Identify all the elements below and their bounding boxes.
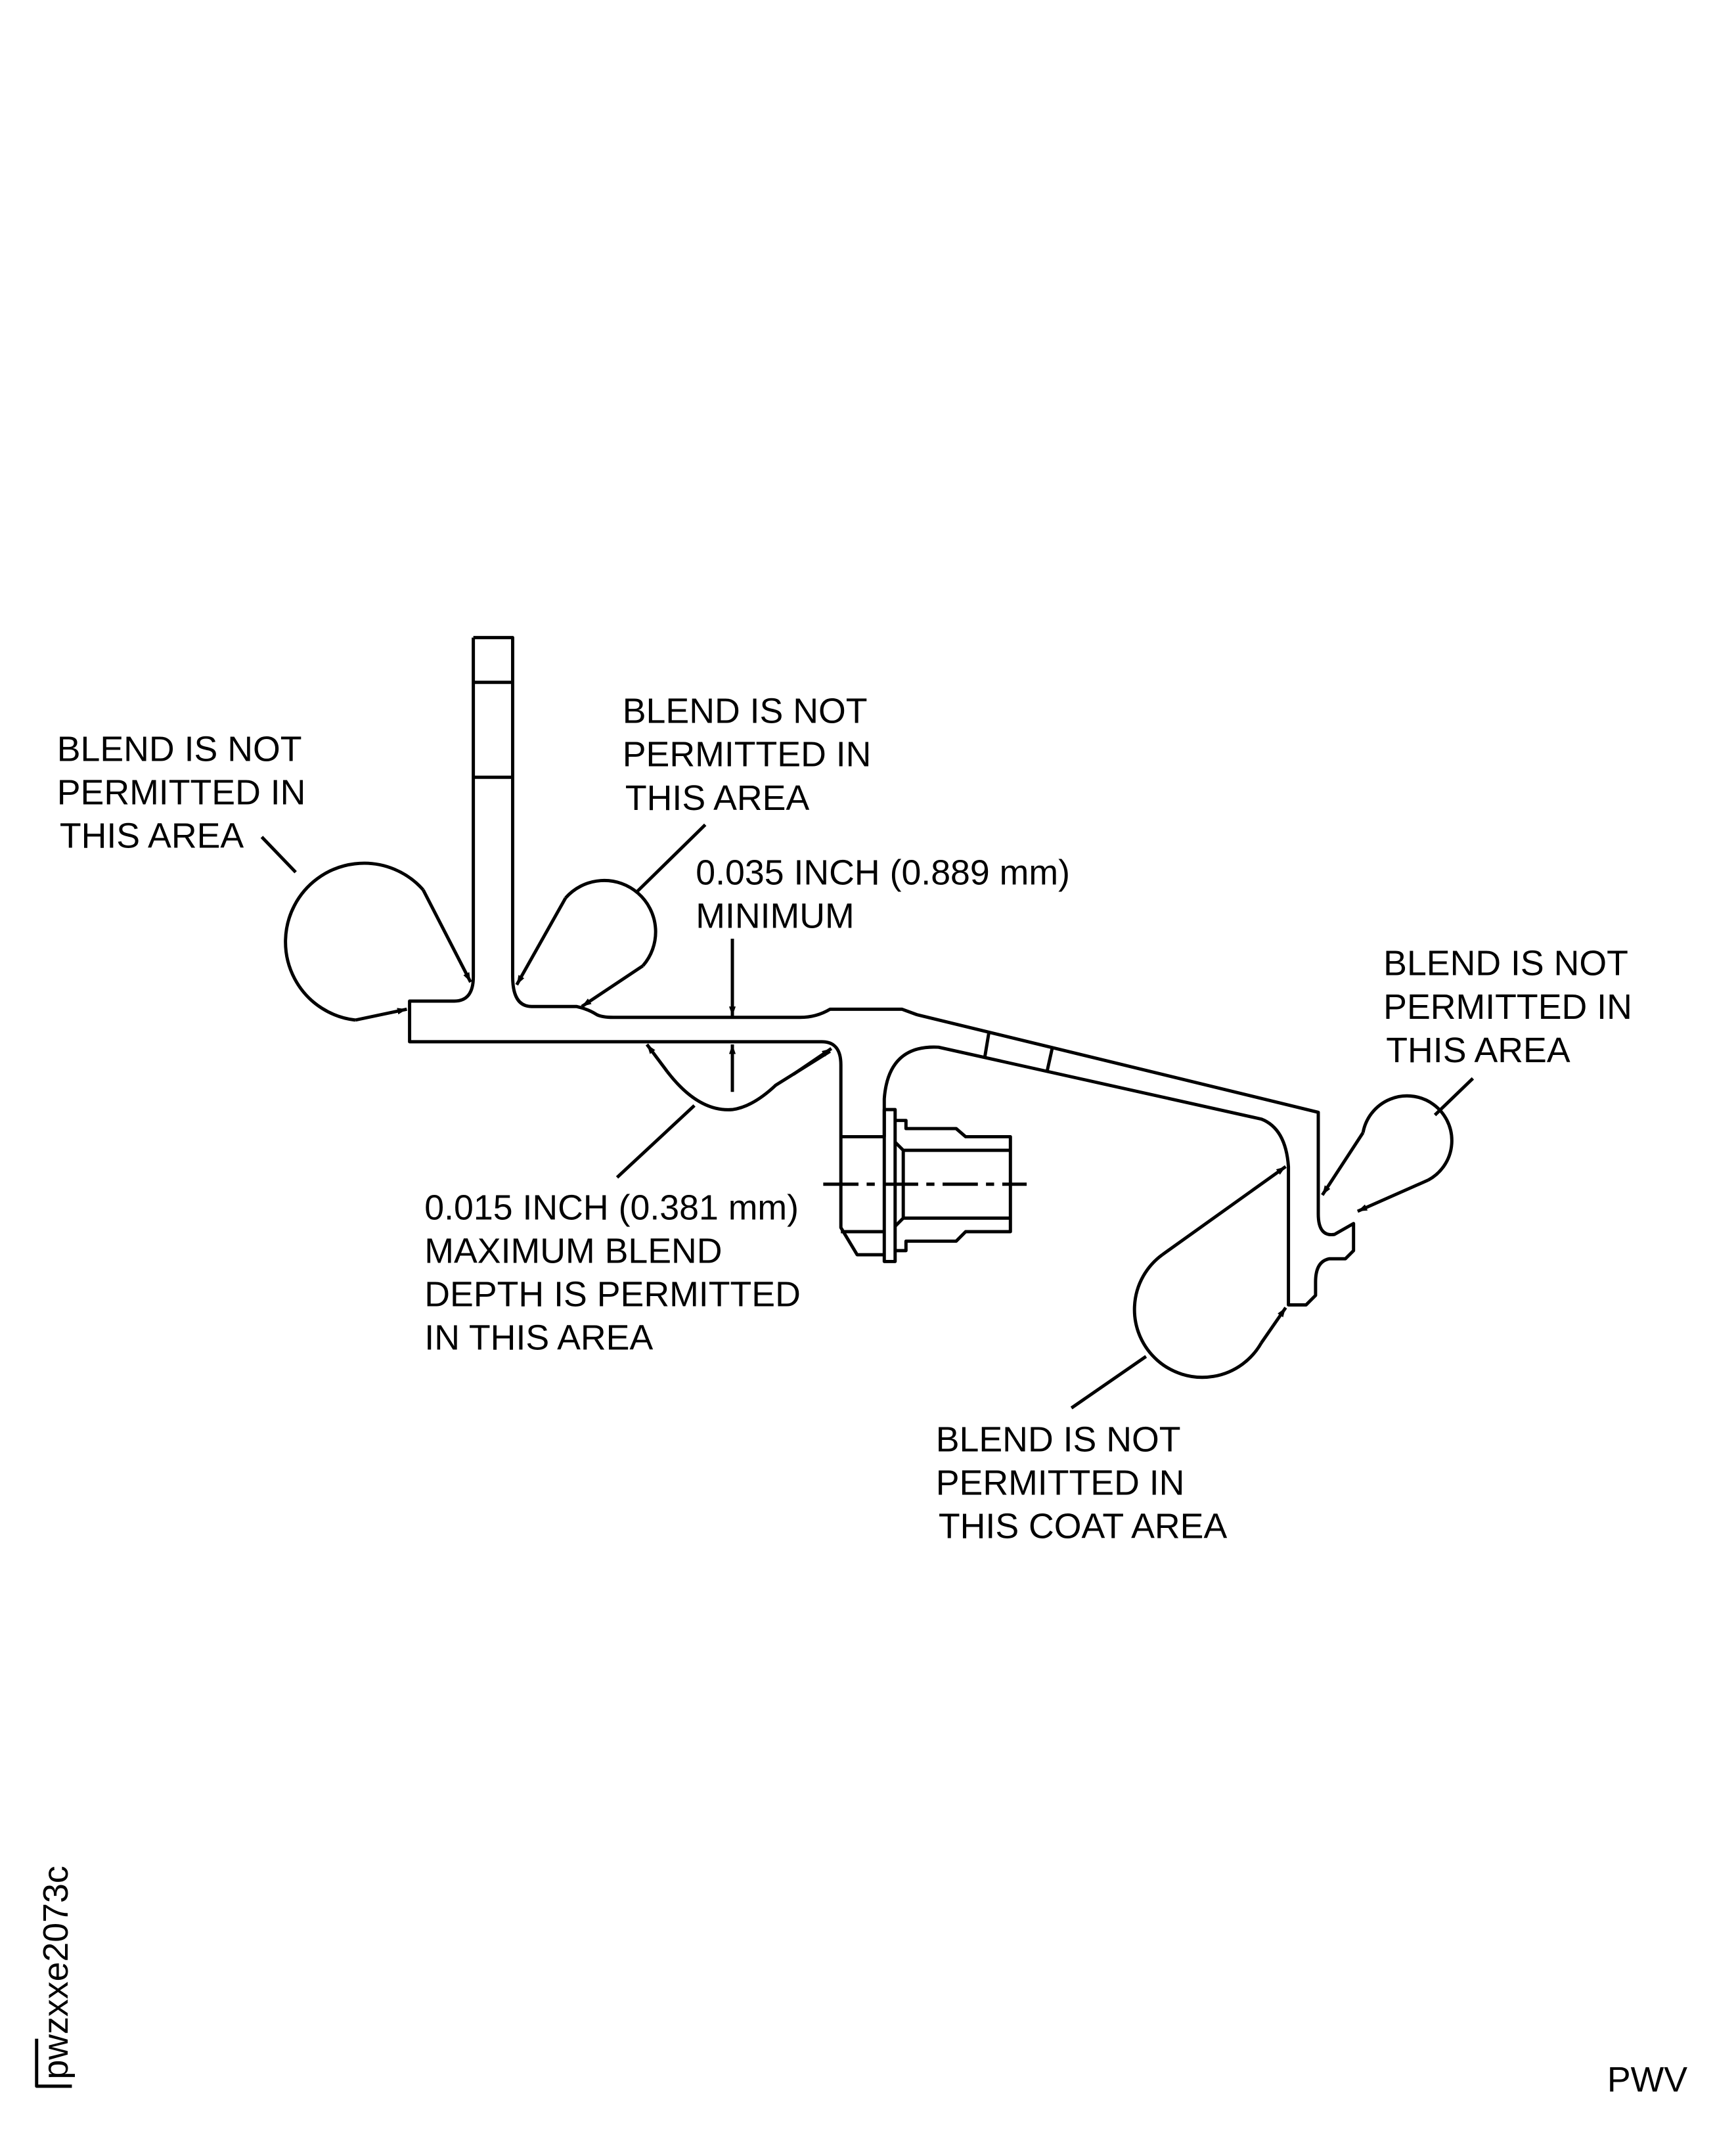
no-blend-zone-top-middle	[515, 823, 707, 1008]
callout-line: BLEND IS NOT	[1383, 944, 1628, 983]
section-line	[983, 1033, 990, 1059]
blend-depth-zone	[615, 1043, 833, 1179]
callout-line: THIS AREA	[1386, 1031, 1570, 1070]
callout-line: PERMITTED IN	[936, 1464, 1185, 1503]
callout-line: THIS AREA	[625, 778, 810, 818]
callout-max-depth: 0.015 INCH (0.381 mm) MAXIMUM BLEND DEPT…	[424, 1188, 801, 1357]
callout-top-left: BLEND IS NOT PERMITTED IN THIS AREA	[57, 729, 306, 855]
callout-line: MINIMUM	[696, 896, 854, 935]
no-blend-zone-right	[1321, 1077, 1475, 1213]
callout-bottom-right: BLEND IS NOT PERMITTED IN THIS COAT AREA	[936, 1420, 1228, 1546]
figure-id: pwzxxe2073c	[35, 1866, 76, 2088]
callout-line: THIS COAT AREA	[939, 1507, 1228, 1546]
part-outline	[473, 636, 1356, 1307]
callout-minimum: 0.035 INCH (0.889 mm) MINIMUM	[696, 853, 1070, 935]
callout-line: PERMITTED IN	[57, 773, 306, 813]
callout-line: BLEND IS NOT	[936, 1420, 1181, 1459]
callout-line: BLEND IS NOT	[623, 692, 868, 731]
figure-id-bracket	[35, 2038, 72, 2088]
callout-line: 0.035 INCH (0.889 mm)	[696, 853, 1070, 892]
callout-line: MAXIMUM BLEND	[424, 1231, 722, 1270]
callout-line: 0.015 INCH (0.381 mm)	[424, 1188, 799, 1227]
callout-line: THIS AREA	[60, 817, 244, 856]
footer-code: PWV	[1607, 2060, 1687, 2099]
callout-line: PERMITTED IN	[1383, 987, 1632, 1027]
part-section	[408, 636, 1356, 1307]
bolt	[823, 1108, 1027, 1263]
callout-line: DEPTH IS PERMITTED	[424, 1275, 801, 1314]
no-blend-zone-top-left	[260, 836, 472, 1022]
no-blend-zone-bottom-right	[1070, 1165, 1287, 1410]
callout-line: BLEND IS NOT	[57, 729, 302, 769]
section-line	[1045, 1046, 1054, 1072]
part-outline-left	[408, 637, 885, 1257]
callout-line: PERMITTED IN	[623, 735, 872, 774]
callout-top-middle: BLEND IS NOT PERMITTED IN THIS AREA	[623, 692, 872, 818]
callout-line: IN THIS AREA	[424, 1318, 653, 1358]
figure-id-text: pwzxxe2073c	[36, 1866, 76, 2079]
callout-right: BLEND IS NOT PERMITTED IN THIS AREA	[1383, 944, 1632, 1070]
